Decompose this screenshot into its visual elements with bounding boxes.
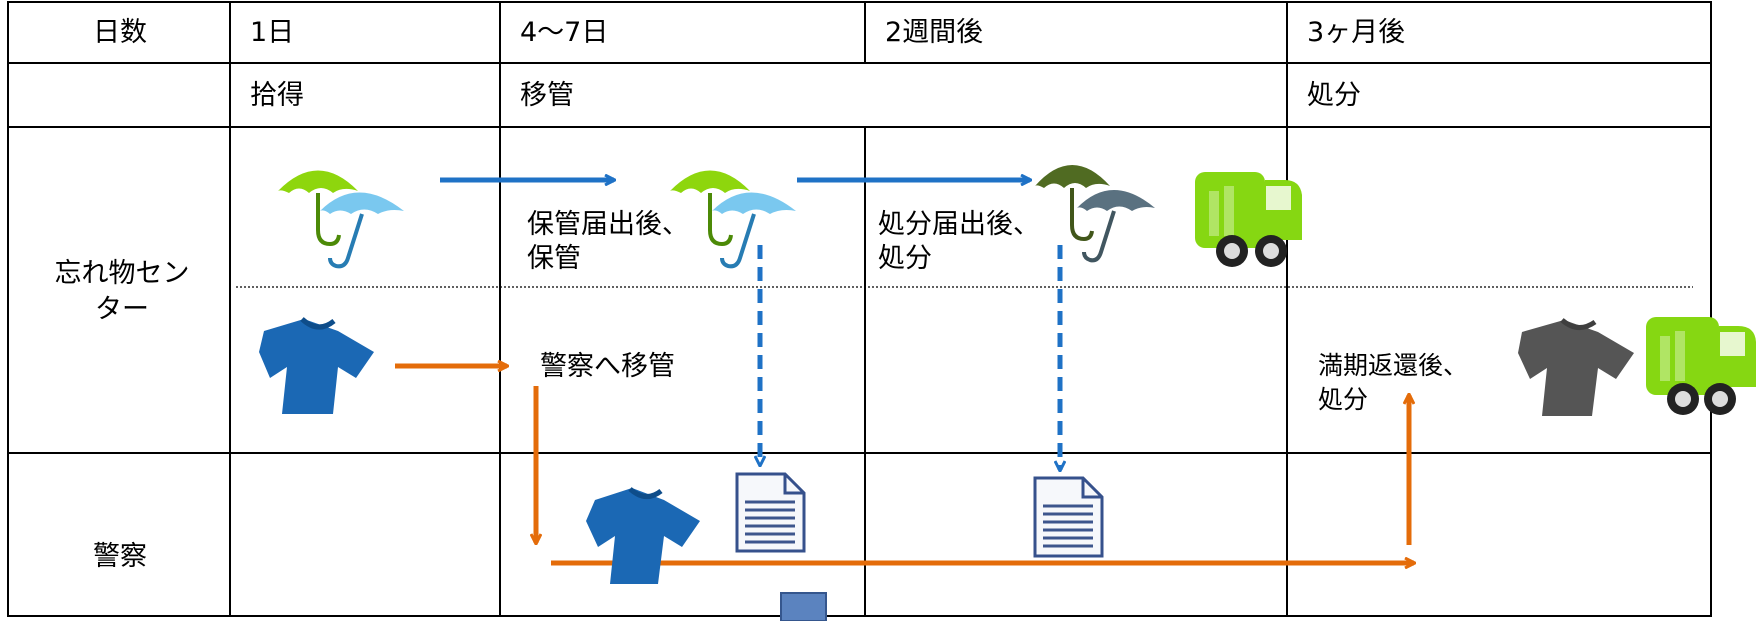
- stage-transfer: 移管: [520, 80, 574, 111]
- orange-flow-arrows: [395, 366, 1414, 563]
- table-grid: [7, 1, 1712, 617]
- stage-pickup: 拾得: [250, 80, 304, 111]
- row-label-lost-center: 忘れ物センター: [54, 258, 190, 325]
- header-column-3: 2週間後: [885, 17, 984, 48]
- row-label-police: 警察: [93, 541, 147, 572]
- note-transfer-to-police: 警察へ移管: [540, 351, 675, 382]
- note-store-after-report: 保管届出後、保管: [527, 209, 689, 274]
- header-column-1: 1日: [250, 17, 295, 48]
- tshirt-icon-blue-police: [586, 487, 700, 584]
- header-days-label: 日数: [93, 17, 147, 48]
- blue-flow-arrows: [440, 180, 1060, 470]
- garbage-truck-icon-bottom: [1646, 317, 1756, 415]
- umbrella-icon-pair-middle: [670, 170, 796, 269]
- umbrella-icon-pair-left: [278, 170, 404, 269]
- document-icon-left: [735, 472, 806, 553]
- umbrella-icon-pair-dark: [1035, 165, 1155, 263]
- stage-disposal: 処分: [1307, 80, 1361, 111]
- document-icon-right: [1033, 476, 1104, 558]
- note-dispose-after-report: 処分届出後、処分: [878, 209, 1040, 274]
- note-dispose-after-return-period: 満期返還後、処分: [1318, 351, 1469, 414]
- tshirt-icon-blue-left: [259, 317, 374, 414]
- header-column-4: 3ヶ月後: [1307, 17, 1406, 48]
- garbage-truck-icon-top: [1195, 172, 1302, 267]
- blue-square-marker: [780, 592, 827, 621]
- tshirt-icon-gray: [1518, 318, 1634, 416]
- header-column-2: 4〜7日: [520, 17, 609, 48]
